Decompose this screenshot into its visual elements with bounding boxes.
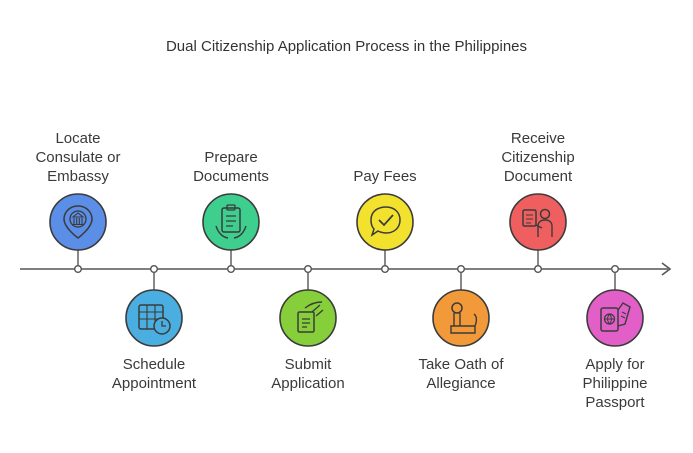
step-3-node xyxy=(202,193,260,251)
step-3-axis-dot xyxy=(226,265,235,274)
step-5-circle xyxy=(356,193,414,251)
step-7-axis-dot xyxy=(534,265,543,274)
payment-check-icon xyxy=(370,206,401,237)
step-6-label-line: Allegiance xyxy=(426,375,496,392)
step-4-axis-dot xyxy=(304,265,313,274)
step-4-label-line: Submit xyxy=(284,356,332,373)
step-1-label-line: Consulate or xyxy=(35,149,121,166)
clipboard-document-icon xyxy=(215,204,247,239)
raised-hand-icon xyxy=(450,302,478,334)
step-3-label-line: Documents xyxy=(193,168,269,185)
step-2-node xyxy=(125,289,183,347)
step-2-axis-dot xyxy=(149,265,158,274)
step-3-circle xyxy=(202,193,260,251)
step-4-label-line: Application xyxy=(271,375,345,392)
step-8-label-line: Apply for xyxy=(585,356,645,373)
consulate-location-icon xyxy=(63,205,93,239)
step-6-node xyxy=(432,289,490,347)
person-document-icon xyxy=(522,208,553,237)
step-5-label-line: Pay Fees xyxy=(353,168,417,185)
step-2-label-line: Appointment xyxy=(111,375,197,392)
step-6-label-line: Take Oath of xyxy=(418,356,504,373)
step-7-label-line: Citizenship xyxy=(501,149,575,166)
step-4-node xyxy=(279,289,337,347)
step-8-axis-dot xyxy=(611,265,620,274)
hand-document-icon xyxy=(297,301,324,333)
step-5-axis-dot xyxy=(381,265,390,274)
step-3-label-line: Prepare xyxy=(204,149,258,166)
calendar-clock-icon xyxy=(138,304,171,335)
step-7-circle xyxy=(509,193,567,251)
step-8-node xyxy=(586,289,644,347)
step-5-label: Pay Fees xyxy=(325,167,445,186)
diagram-title: Dual Citizenship Application Process in … xyxy=(165,38,528,55)
step-6-axis-dot xyxy=(457,265,466,274)
step-1-circle xyxy=(49,193,107,251)
step-4-circle xyxy=(279,289,337,347)
step-7-node xyxy=(509,193,567,251)
step-5-node xyxy=(356,193,414,251)
step-1-axis-dot xyxy=(73,265,82,274)
step-8-label-line: Philippine xyxy=(582,375,648,392)
step-1-label-line: Locate xyxy=(55,130,101,147)
step-2-label-line: Schedule xyxy=(122,356,186,373)
step-1-node xyxy=(49,193,107,251)
step-7-label-line: Document xyxy=(503,168,573,185)
step-7-label-line: Receive xyxy=(510,130,566,147)
passport-icon xyxy=(600,302,631,332)
step-2-circle xyxy=(125,289,183,347)
step-8-label-line: Passport xyxy=(585,394,645,411)
step-1-label-line: Embassy xyxy=(47,168,109,185)
step-6-circle xyxy=(432,289,490,347)
timeline-arrowhead xyxy=(661,262,672,276)
step-6-label: Take Oath of Allegiance xyxy=(401,355,521,393)
